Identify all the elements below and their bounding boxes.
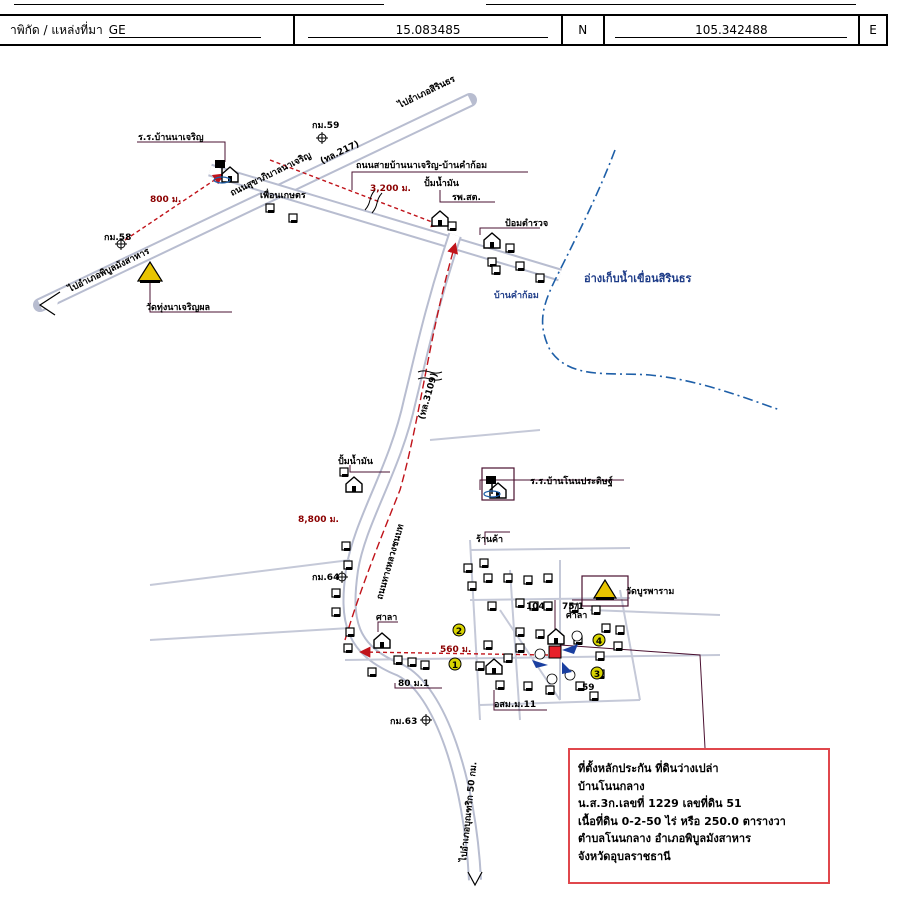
top-rule-right — [486, 4, 856, 5]
source-cell: าพิกัด / แหล่งที่มา GE — [0, 16, 296, 44]
direction-arrow-down-icon — [467, 871, 483, 887]
distance-3200-label: 3,200 ม. — [370, 184, 411, 194]
temple-burapharam-label: วัดบูรพาราม — [626, 586, 674, 597]
info-line-4: เนื้อที่ดิน 0-2-50 ไร่ หรือ 250.0 ตารางว… — [578, 814, 786, 828]
school-box — [481, 467, 515, 501]
school-najaroen-label: ร.ร.บ้านนาเจริญ — [138, 132, 204, 143]
vertical-road-label: ถนนทางหลวงชนบท — [375, 523, 406, 601]
to-phibun-label: ไปอำเภอพิบูลมังสาหาร — [65, 245, 151, 295]
source-label: าพิกัด / แหล่งที่มา — [10, 22, 103, 37]
lat-direction: N — [578, 23, 588, 37]
house-104-label: 104 — [526, 602, 545, 612]
longitude-cell: 105.342488 — [605, 16, 861, 44]
police-box-label: ป้อมตำรวจ — [505, 218, 548, 229]
reservoir-label: อ่างเก็บน้ำเขื่อนสิรินธร — [584, 270, 692, 285]
longitude-value: 105.342488 — [615, 23, 848, 38]
source-value: GE — [108, 23, 261, 38]
sala-right-icon — [547, 628, 565, 645]
info-line-3: น.ส.3ก.เลขที่ 1229 เลขที่ดิน 51 — [578, 797, 742, 810]
point-4-label: 4 — [596, 637, 602, 647]
school-nonprasit-label: ร.ร.บ้านโนนประดิษฐ์ — [530, 475, 613, 487]
km-marker-icons — [115, 132, 432, 726]
km58-label: กม.58 — [104, 233, 131, 243]
point-2-label: 2 — [456, 627, 462, 637]
temple-najaroen-label: วัดทุ่งนาเจริญผล — [146, 302, 210, 313]
house-80-label: 80 ม.1 — [398, 679, 429, 689]
direction-arrow-left-icon — [38, 291, 61, 316]
side-road — [208, 163, 562, 282]
flag-icon — [483, 476, 501, 498]
leader-lines — [137, 141, 706, 749]
village-khamkom-label: บ้านคำก้อม — [494, 290, 539, 301]
vertical-road — [342, 232, 482, 881]
point-3-label: 3 — [594, 670, 600, 680]
flag-icon — [213, 160, 231, 184]
health-center-label: อสม.ม.11 — [494, 700, 536, 710]
health-center-icon — [485, 658, 503, 675]
sala-left-icon — [373, 632, 391, 649]
info-line-1: ที่ตั้งหลักประกัน ที่ดินว่างเปล่า — [578, 762, 719, 775]
info-line-6: จังหวัดอุบลราชธานี — [578, 849, 671, 863]
petrol-pump-top-icon — [431, 210, 449, 227]
house-59-label: 59 — [582, 683, 595, 693]
latitude-cell: 15.083485 — [295, 16, 563, 44]
top-rule-left — [14, 4, 384, 5]
lon-dir-cell: E — [860, 16, 886, 44]
coordinate-header: าพิกัด / แหล่งที่มา GE 15.083485 N 105.3… — [0, 14, 888, 46]
road-break-symbols — [364, 189, 443, 381]
side-road-label: ถนนสายบ้านนาเจริญ-บ้านคำก้อม — [356, 160, 487, 171]
petrol-pump-top-label: ปั้มน้ำมัน — [424, 176, 460, 189]
temple-box — [581, 575, 629, 607]
temple-najaroen-icon — [136, 260, 164, 283]
collateral-site-marker — [548, 645, 562, 659]
petrol-pump-mid-label: ปั้มน้ำมัน — [338, 454, 374, 467]
house-75-label: 75/1 — [562, 602, 584, 612]
collateral-info-box: ที่ตั้งหลักประกัน ที่ดินว่างเปล่า บ้านโน… — [568, 748, 830, 884]
lat-dir-cell: N — [563, 16, 605, 44]
km63-label: กม.63 — [390, 717, 417, 727]
site-pointer-arrows — [532, 644, 578, 674]
km59-label: กม.59 — [312, 121, 339, 131]
distance-8800-label: 8,800 ม. — [298, 515, 339, 525]
info-line-2: บ้านโนนกลาง — [578, 779, 645, 793]
main-road-upper — [33, 93, 477, 312]
route-arrows — [124, 159, 549, 658]
temple-burapharam-icon — [592, 578, 618, 600]
farm-office-label: เพื่อนเกษตร — [260, 188, 306, 201]
km64-label: กม.64 — [312, 573, 339, 583]
info-line-5: ตำบลโนนกลาง อำเภอพิบูลมังสาหาร — [578, 832, 751, 845]
reservoir-river — [541, 149, 781, 411]
point-1-label: 1 — [452, 661, 458, 671]
sala-left-label: ศาลา — [376, 613, 397, 623]
distance-560-label: 560 ม. — [440, 645, 471, 655]
hospital-label: รพ.สต. — [452, 193, 481, 203]
petrol-pump-mid-icon — [345, 476, 363, 493]
shop-label: ร้านค้า — [476, 534, 503, 545]
sala-right-label: ศาลา — [566, 611, 587, 621]
lon-direction: E — [869, 23, 877, 37]
latitude-value: 15.083485 — [308, 23, 549, 38]
police-box-icon — [483, 232, 501, 249]
distance-800-label: 800 ม. — [150, 195, 181, 205]
numbered-points: 1 2 3 4 — [448, 623, 606, 685]
village-roads — [149, 429, 721, 721]
